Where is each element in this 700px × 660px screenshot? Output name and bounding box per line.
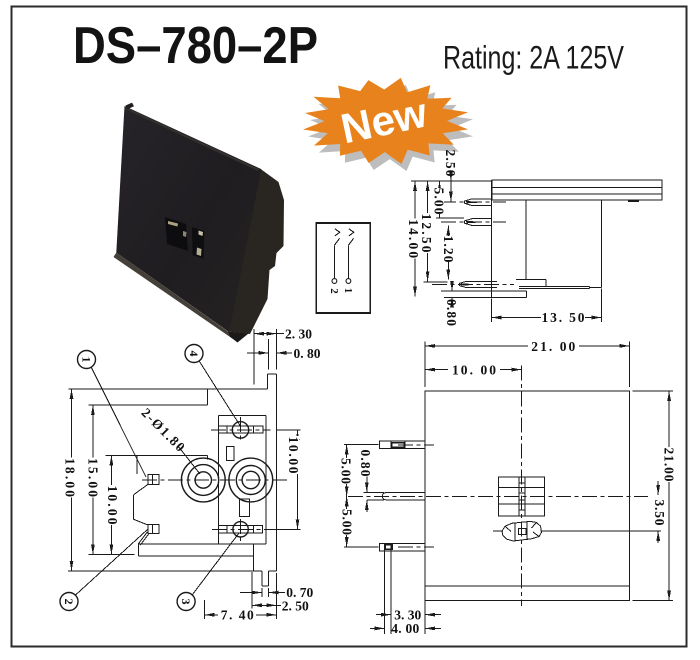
svg-text:1: 1 [342, 288, 354, 294]
svg-text:21.00: 21.00 [662, 448, 677, 482]
svg-text:10.00: 10.00 [105, 486, 120, 525]
svg-text:0.80: 0.80 [444, 299, 459, 326]
svg-text:0. 80: 0. 80 [294, 346, 321, 361]
svg-text:2-Ø1.80: 2-Ø1.80 [138, 405, 188, 455]
svg-text:10.00: 10.00 [286, 437, 301, 474]
svg-text:Rating: 2A 125V: Rating: 2A 125V [443, 40, 625, 76]
svg-text:12.50: 12.50 [419, 214, 434, 253]
svg-text:14.00: 14.00 [406, 219, 421, 258]
svg-text:2.50: 2.50 [443, 150, 458, 177]
svg-text:0. 70: 0. 70 [286, 585, 313, 600]
svg-text:2: 2 [328, 288, 340, 294]
svg-text:18.00: 18.00 [63, 458, 78, 497]
svg-text:5.00: 5.00 [339, 458, 354, 484]
svg-text:10. 00: 10. 00 [452, 362, 496, 377]
svg-text:3: 3 [179, 599, 193, 605]
svg-text:1.20: 1.20 [441, 236, 456, 263]
svg-text:3. 30: 3. 30 [394, 608, 421, 623]
svg-text:0.80: 0.80 [358, 450, 373, 477]
svg-text:2: 2 [62, 599, 76, 605]
svg-text:21. 00: 21. 00 [531, 339, 575, 354]
svg-text:4. 00: 4. 00 [391, 621, 419, 636]
svg-text:4: 4 [187, 351, 201, 357]
svg-text:2. 30: 2. 30 [285, 327, 312, 342]
svg-text:13. 50: 13. 50 [542, 310, 585, 325]
svg-text:DS–780–2P: DS–780–2P [73, 17, 318, 75]
svg-text:5.00: 5.00 [340, 509, 355, 535]
svg-text:1: 1 [80, 357, 94, 363]
svg-text:5.00: 5.00 [431, 188, 446, 215]
svg-text:15.00: 15.00 [86, 458, 101, 497]
svg-text:2. 50: 2. 50 [282, 598, 309, 613]
svg-text:3.50: 3.50 [652, 500, 667, 526]
